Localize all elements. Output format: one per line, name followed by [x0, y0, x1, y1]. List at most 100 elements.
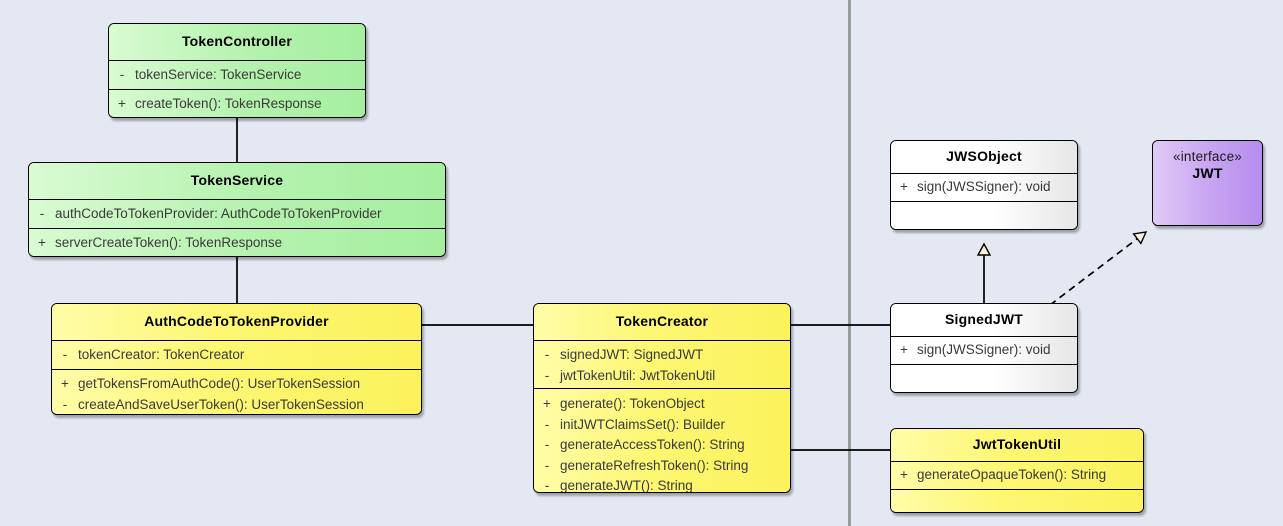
class-box-auth-code-to-token-provider[interactable]: AuthCodeToTokenProvider - tokenCreator: …: [51, 303, 422, 415]
operation-label: getTokensFromAuthCode(): UserTokenSessio…: [78, 376, 361, 391]
visibility-marker: +: [61, 376, 69, 391]
operation-label: createAndSaveUserToken(): UserTokenSessi…: [78, 396, 364, 412]
visibility-marker: +: [38, 235, 46, 250]
class-attributes-compartment: - tokenCreator: TokenCreator: [52, 340, 421, 369]
class-box-token-creator[interactable]: TokenCreator - signedJWT: SignedJWT - jw…: [533, 303, 791, 493]
visibility-marker: +: [118, 96, 126, 111]
class-name: SignedJWT: [944, 311, 1024, 328]
class-attributes-compartment: - authCodeToTokenProvider: AuthCodeToTok…: [29, 199, 445, 228]
class-attributes-compartment: - signedJWT: SignedJWT - jwtTokenUtil: J…: [534, 340, 790, 388]
class-name: TokenCreator: [615, 313, 709, 330]
operation-row: - generateRefreshToken(): String: [534, 456, 790, 477]
attribute-label: signedJWT: SignedJWT: [560, 347, 704, 362]
visibility-marker: -: [119, 67, 125, 82]
class-operations-compartment: + sign(JWSSigner): void: [891, 336, 1077, 364]
class-title-compartment: AuthCodeToTokenProvider: [52, 304, 421, 340]
operation-list: + getTokensFromAuthCode(): UserTokenSess…: [52, 370, 421, 414]
operation-label: serverCreateToken(): TokenResponse: [55, 235, 283, 250]
class-operations-compartment: + generate(): TokenObject - initJWTClaim…: [534, 388, 790, 492]
operation-row: + sign(JWSSigner): void: [891, 177, 1077, 198]
operation-label: generateRefreshToken(): String: [560, 457, 749, 473]
attribute-list: - tokenCreator: TokenCreator: [52, 341, 421, 372]
visibility-marker: -: [544, 457, 550, 473]
class-name: TokenController: [181, 33, 293, 50]
operation-list: + createToken(): TokenResponse: [109, 90, 365, 117]
class-title-compartment: SignedJWT: [891, 304, 1077, 336]
class-operations-compartment: + generateOpaqueToken(): String: [891, 461, 1143, 489]
attribute-row: - tokenService: TokenService: [109, 65, 365, 86]
class-stereotype: «interface»: [1173, 149, 1242, 164]
class-attributes-compartment: - tokenService: TokenService: [109, 60, 365, 89]
operation-row: - initJWTClaimsSet(): Builder: [534, 415, 790, 436]
attribute-label: tokenCreator: TokenCreator: [78, 347, 245, 362]
visibility-marker: -: [544, 416, 550, 432]
class-box-jwt-interface[interactable]: «interface» JWT: [1152, 140, 1263, 226]
visibility-marker: -: [39, 206, 45, 221]
operation-list: + sign(JWSSigner): void: [891, 337, 1077, 367]
operation-row: + serverCreateToken(): TokenResponse: [29, 233, 445, 254]
attribute-list: - tokenService: TokenService: [109, 61, 365, 92]
visibility-marker: +: [900, 179, 908, 194]
class-empty-compartment: [891, 364, 1077, 392]
class-name: TokenService: [190, 172, 284, 189]
class-name: JwtTokenUtil: [972, 436, 1062, 453]
visibility-marker: -: [62, 396, 68, 412]
visibility-marker: -: [544, 478, 550, 493]
operation-label: sign(JWSSigner): void: [917, 179, 1051, 194]
attribute-label: tokenService: TokenService: [135, 67, 302, 82]
attribute-list: - signedJWT: SignedJWT - jwtTokenUtil: J…: [534, 341, 790, 392]
operation-label: initJWTClaimsSet(): Builder: [560, 416, 726, 432]
operation-list: + sign(JWSSigner): void: [891, 174, 1077, 204]
class-title-compartment: «interface» JWT: [1153, 141, 1262, 225]
operation-list: + generateOpaqueToken(): String: [891, 462, 1143, 492]
class-empty-compartment: [891, 201, 1077, 229]
class-box-signed-jwt[interactable]: SignedJWT + sign(JWSSigner): void: [890, 303, 1078, 393]
operation-row: - createAndSaveUserToken(): UserTokenSes…: [52, 395, 421, 414]
attribute-label: authCodeToTokenProvider: AuthCodeToToken…: [55, 206, 382, 221]
class-box-jwt-token-util[interactable]: JwtTokenUtil + generateOpaqueToken(): St…: [890, 428, 1144, 513]
operation-row: - generateJWT(): String: [534, 476, 790, 493]
visibility-marker: -: [544, 437, 550, 453]
visibility-marker: -: [62, 347, 68, 362]
operation-row: + generateOpaqueToken(): String: [891, 465, 1143, 486]
class-title-compartment: TokenCreator: [534, 304, 790, 340]
operation-label: generateJWT(): String: [560, 478, 693, 493]
attribute-label: jwtTokenUtil: JwtTokenUtil: [560, 367, 716, 383]
visibility-marker: +: [900, 467, 908, 482]
class-title-compartment: JWSObject: [891, 141, 1077, 173]
class-title-compartment: TokenService: [29, 163, 445, 199]
class-operations-compartment: + sign(JWSSigner): void: [891, 173, 1077, 201]
class-name: AuthCodeToTokenProvider: [144, 313, 329, 330]
class-title-compartment: JwtTokenUtil: [891, 429, 1143, 461]
class-operations-compartment: + getTokensFromAuthCode(): UserTokenSess…: [52, 369, 421, 414]
edge-signedjwt-jwt: [1049, 232, 1146, 306]
visibility-marker: +: [900, 342, 908, 357]
attribute-row: - jwtTokenUtil: JwtTokenUtil: [534, 366, 790, 387]
class-box-token-service[interactable]: TokenService - authCodeToTokenProvider: …: [28, 162, 446, 257]
visibility-marker: -: [544, 367, 550, 383]
operation-label: sign(JWSSigner): void: [917, 342, 1051, 357]
class-name: JWSObject: [946, 148, 1022, 165]
operation-list: + generate(): TokenObject - initJWTClaim…: [534, 389, 790, 493]
class-operations-compartment: + createToken(): TokenResponse: [109, 89, 365, 117]
operation-row: + sign(JWSSigner): void: [891, 340, 1077, 361]
class-title-compartment: TokenController: [109, 24, 365, 60]
visibility-marker: -: [544, 347, 550, 362]
class-box-token-controller[interactable]: TokenController - tokenService: TokenSer…: [108, 23, 366, 118]
visibility-marker: +: [543, 396, 551, 411]
class-empty-compartment: [891, 489, 1143, 512]
attribute-list: - authCodeToTokenProvider: AuthCodeToTok…: [29, 200, 445, 231]
class-name: JWT: [1192, 164, 1223, 181]
class-box-jws-object[interactable]: JWSObject + sign(JWSSigner): void: [890, 140, 1078, 230]
operation-label: generate(): TokenObject: [560, 396, 705, 411]
operation-row: + createToken(): TokenResponse: [109, 94, 365, 115]
attribute-row: - authCodeToTokenProvider: AuthCodeToTok…: [29, 204, 445, 225]
operation-label: createToken(): TokenResponse: [135, 96, 322, 111]
operation-row: + generate(): TokenObject: [534, 394, 790, 415]
class-operations-compartment: + serverCreateToken(): TokenResponse: [29, 228, 445, 256]
attribute-row: - signedJWT: SignedJWT: [534, 345, 790, 366]
package-divider: [848, 0, 851, 526]
attribute-row: - tokenCreator: TokenCreator: [52, 345, 421, 366]
operation-label: generateOpaqueToken(): String: [917, 467, 1107, 482]
